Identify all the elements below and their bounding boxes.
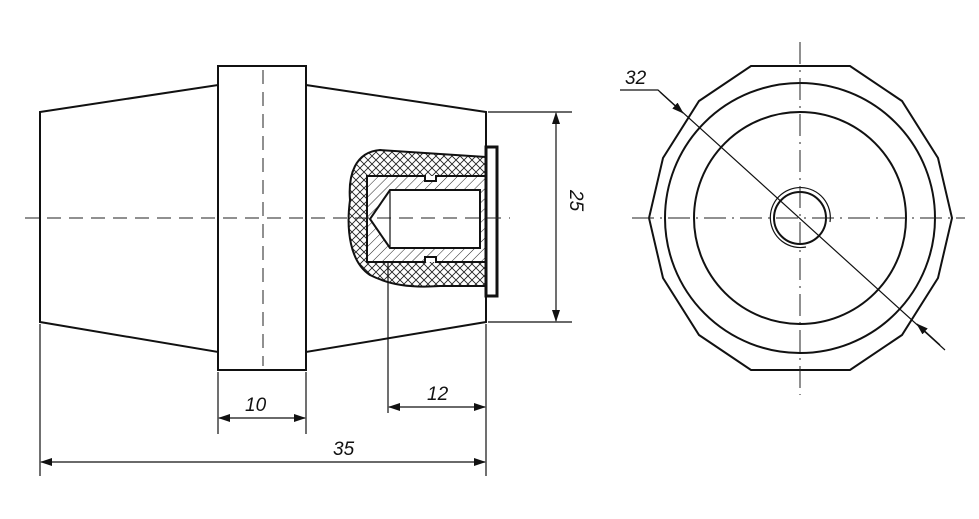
- end-view: [632, 42, 965, 395]
- dimension-label-25: 25: [565, 189, 586, 212]
- thread-arc: [769, 186, 831, 249]
- dimension-label-10: 10: [245, 395, 267, 416]
- dimension-label-35: 35: [333, 439, 355, 460]
- octagon-outline: [647, 65, 954, 371]
- dimension-10: 10: [217, 372, 307, 434]
- dimension-label-32: 32: [625, 68, 647, 89]
- dimension-25: 25: [488, 111, 586, 323]
- dimension-35: 35: [39, 324, 486, 476]
- end-plate: [484, 145, 499, 298]
- right-body-cone: [305, 83, 487, 354]
- threaded-insert-section: [347, 148, 487, 288]
- dimension-12: 12: [387, 262, 487, 476]
- side-view: [25, 65, 510, 371]
- dimension-32: 32: [620, 68, 946, 351]
- dimension-label-12: 12: [427, 384, 449, 405]
